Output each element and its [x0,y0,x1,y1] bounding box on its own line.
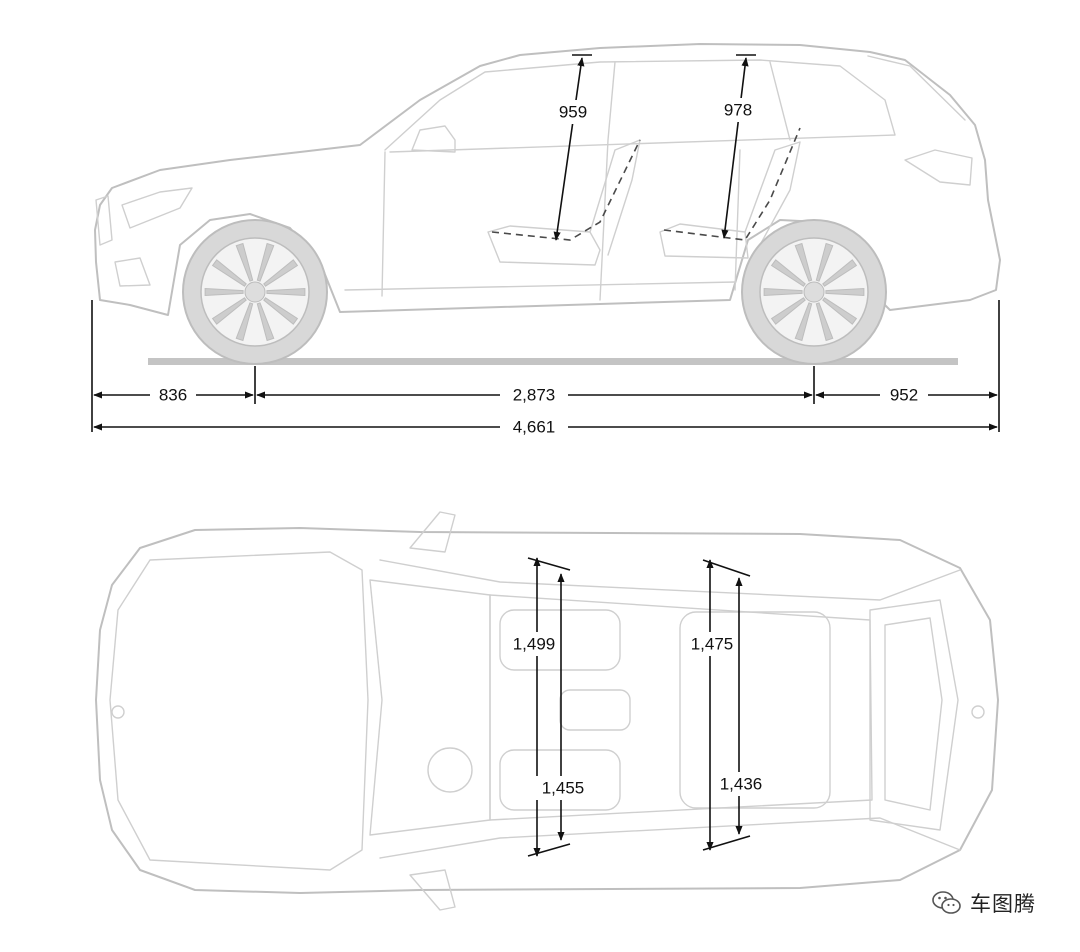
wheel-spoke [822,297,858,325]
headroom-rear-line [721,57,749,239]
watermark-text: 车图腾 [970,892,1036,916]
side-head-light [121,187,193,229]
wheel-spoke [763,287,803,297]
wheel-spoke [263,259,299,287]
front-seat-dash [491,139,641,241]
wheel-spoke [263,297,299,325]
wheel-spoke [822,259,858,287]
front-overhang-label: 836 [159,385,187,404]
wheel-spoke [204,287,244,297]
wheel-spoke [825,287,865,297]
rear-seat-dash [663,127,801,241]
wheelbase-label: 2,873 [513,385,556,404]
top-rear-bench [679,611,831,809]
wheel-spoke [235,302,254,342]
top-body-outline [95,527,999,894]
watermark: 车图腾 [932,888,1036,918]
side-window-line [384,59,896,153]
shoulder-front-label: 1,499 [513,634,556,653]
top-rear-glass-inner [884,617,943,811]
rear-wheel [741,219,887,365]
rear-emblem [971,705,985,719]
side-rear-spoiler [867,55,966,121]
headroom-front-line [553,57,585,241]
top-hood [109,551,369,871]
front-emblem [111,705,125,719]
headroom-front-label: 959 [559,102,587,121]
side-grille [95,195,151,287]
elbow-rear-label: 1,436 [720,774,763,793]
elbow-front-label: 1,455 [542,778,585,797]
wheel-spoke [770,259,806,287]
top-windshield [369,579,491,836]
top-view: 1,499 1,455 1,475 1,436 [95,511,999,911]
wheel-spoke [235,242,254,282]
top-center-console [559,689,631,731]
side-view: 959 978 836 2,873 952 4,661 [91,43,1001,438]
front-wheel [182,219,328,365]
wechat-icon [932,891,961,914]
wheel-spoke [211,259,247,287]
top-steering-wheel [427,747,473,793]
wheel-spoke [815,242,834,282]
overall-length-label: 4,661 [513,417,556,436]
top-rail-right [379,817,961,859]
side-sill [344,281,736,291]
ground-line [148,358,958,365]
top-rail-left [379,559,961,601]
wheel-spoke [211,297,247,325]
shoulder-rear-label: 1,475 [691,634,734,653]
front-seat [487,139,641,266]
wheel-spoke [770,297,806,325]
top-mirror-left [409,511,456,553]
wheel-spoke [794,242,813,282]
wheel-spoke [815,302,834,342]
headroom-rear-label: 978 [724,100,752,119]
top-mirror-right [409,869,456,911]
side-tail-light [904,149,973,186]
wheel-spoke [256,242,275,282]
side-mirror [411,125,456,153]
rear-overhang-label: 952 [890,385,918,404]
side-pillar-b [599,61,616,301]
side-pillar-c [769,61,791,141]
side-door-line [381,149,741,297]
wheel-spoke [256,302,275,342]
wheel-spoke [794,302,813,342]
top-rear-window [869,599,959,831]
rear-seat [659,141,801,259]
wheel-spoke [266,287,306,297]
